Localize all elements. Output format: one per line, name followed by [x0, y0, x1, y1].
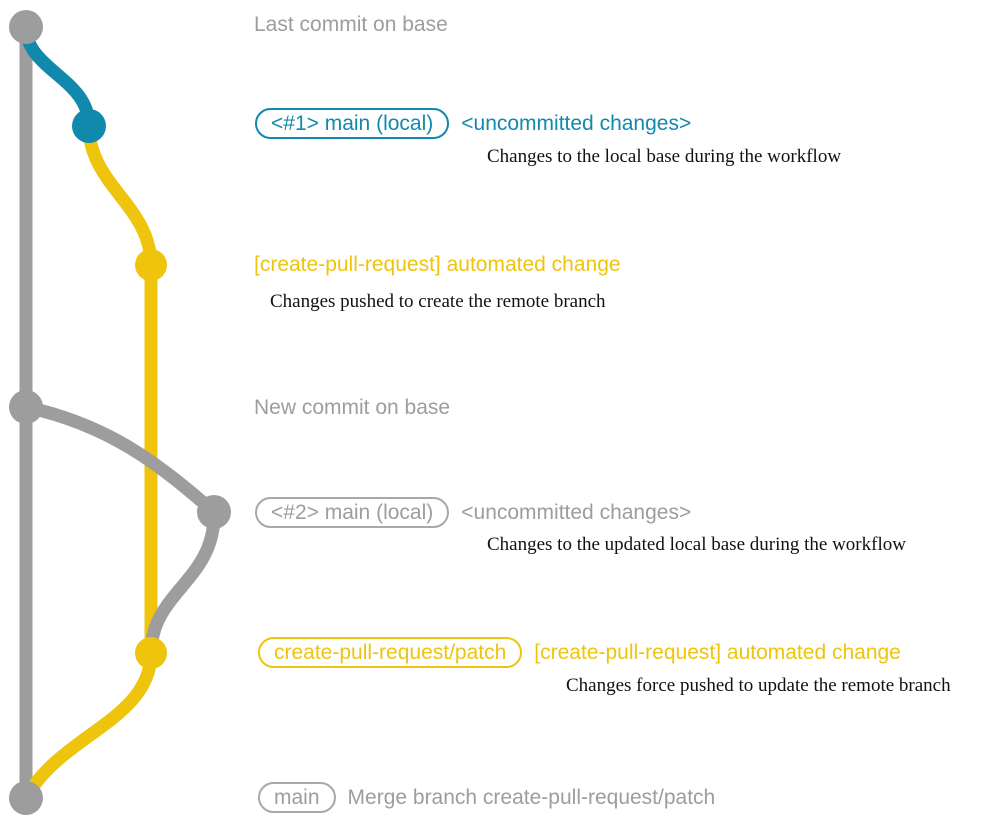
edge-local-2-to-remote-2 [144, 505, 221, 660]
commit-node-remote-2[interactable] [135, 637, 167, 669]
commit-node-base-new[interactable] [9, 390, 43, 424]
commit-subject-last-commit-on-base: Last commit on base [254, 13, 448, 36]
commit-row-local-commit-1: <#1> main (local) <uncommitted changes> [255, 108, 691, 139]
commit-subject-remote-commit-2: [create-pull-request] automated change [534, 640, 901, 664]
edge-base-new-to-local-2 [19, 400, 221, 519]
commit-row-remote-commit-2: create-pull-request/patch [create-pull-r… [258, 637, 901, 668]
commit-node-local-1[interactable] [72, 109, 106, 143]
commit-subject-local-commit-2: <uncommitted changes> [461, 500, 692, 524]
commit-subject-local-commit-1: <uncommitted changes> [461, 111, 692, 135]
commit-description-remote-commit-2: Changes force pushed to update the remot… [566, 675, 951, 696]
ref-badge-create-pull-request-patch[interactable]: create-pull-request/patch [258, 637, 523, 668]
commit-node-base-head[interactable] [9, 10, 43, 44]
commit-description-local-commit-2: Changes to the updated local base during… [487, 534, 906, 555]
commit-description-local-commit-1: Changes to the local base during the wor… [487, 146, 842, 167]
edge-remote-2-to-merge [19, 646, 158, 805]
edge-base-to-local-1 [19, 20, 96, 133]
ref-badge-main-local-2[interactable]: <#2> main (local) [255, 497, 450, 528]
commit-node-remote-1[interactable] [135, 249, 167, 281]
commit-subject-new-commit-on-base: New commit on base [254, 396, 451, 419]
commit-description-remote-commit-1: Changes pushed to create the remote bran… [270, 291, 606, 312]
ref-badge-main[interactable]: main [258, 782, 336, 813]
commit-subject-merge-commit: Merge branch create-pull-request/patch [347, 785, 716, 809]
commit-row-merge-commit: main Merge branch create-pull-request/pa… [258, 782, 715, 813]
commit-node-local-2[interactable] [197, 495, 231, 529]
commit-subject-remote-commit-1: [create-pull-request] automated change [254, 253, 621, 276]
commit-graph [9, 10, 231, 815]
ref-badge-main-local-1[interactable]: <#1> main (local) [255, 108, 450, 139]
edge-local-1-to-remote-1 [82, 119, 158, 272]
commit-node-merge-final[interactable] [9, 781, 43, 815]
commit-row-local-commit-2: <#2> main (local) <uncommitted changes> [255, 497, 691, 528]
